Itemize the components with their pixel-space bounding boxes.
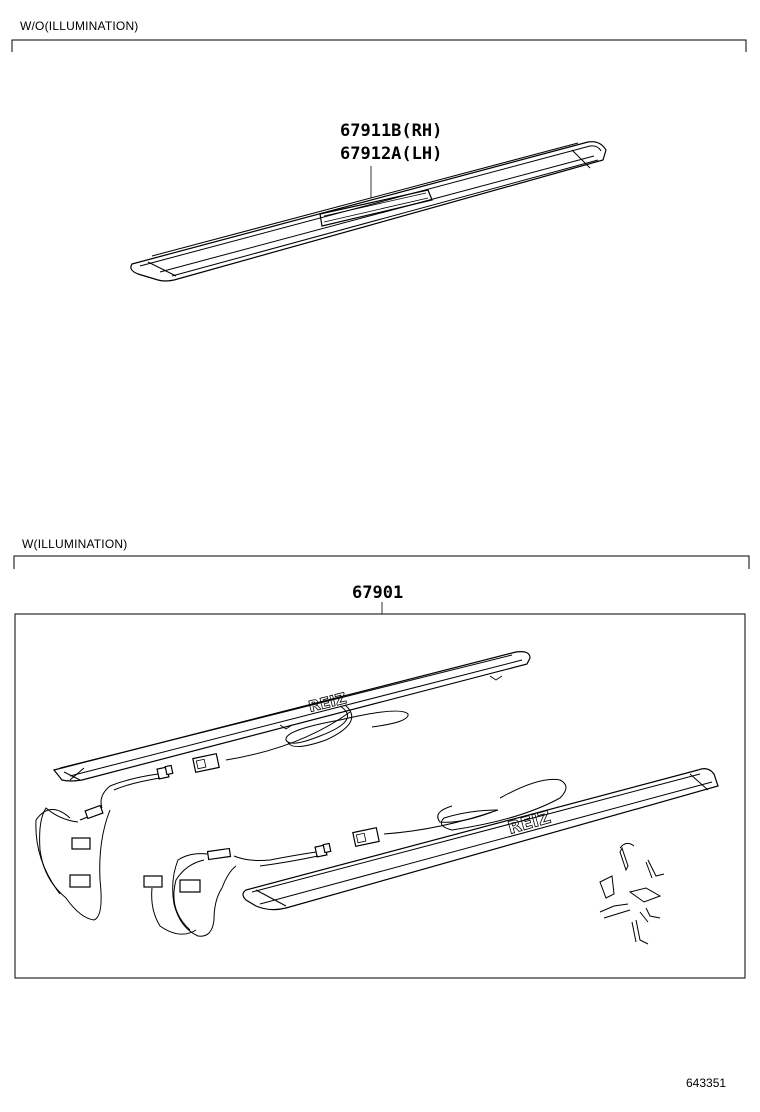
mounting-clips bbox=[599, 842, 665, 945]
part-number-lh: 67912A(LH) bbox=[340, 144, 443, 164]
section-label-with-illumination: W(ILLUMINATION) bbox=[22, 537, 128, 551]
part-number-kit: 67901 bbox=[352, 583, 404, 603]
wire-harness-lower bbox=[143, 842, 332, 937]
section-bracket-top bbox=[11, 39, 747, 52]
kit-box bbox=[14, 613, 746, 979]
wire-harness-upper bbox=[35, 764, 174, 921]
section-label-without-illumination: W/O(ILLUMINATION) bbox=[20, 19, 139, 33]
diagram-id: 643351 bbox=[686, 1076, 727, 1090]
scuff-plate-without-illumination bbox=[130, 141, 607, 282]
illuminated-scuff-plate-upper: REIZ bbox=[52, 651, 531, 782]
section-bracket-bottom bbox=[13, 555, 750, 569]
part-number-rh: 67911B(RH) bbox=[340, 121, 443, 141]
